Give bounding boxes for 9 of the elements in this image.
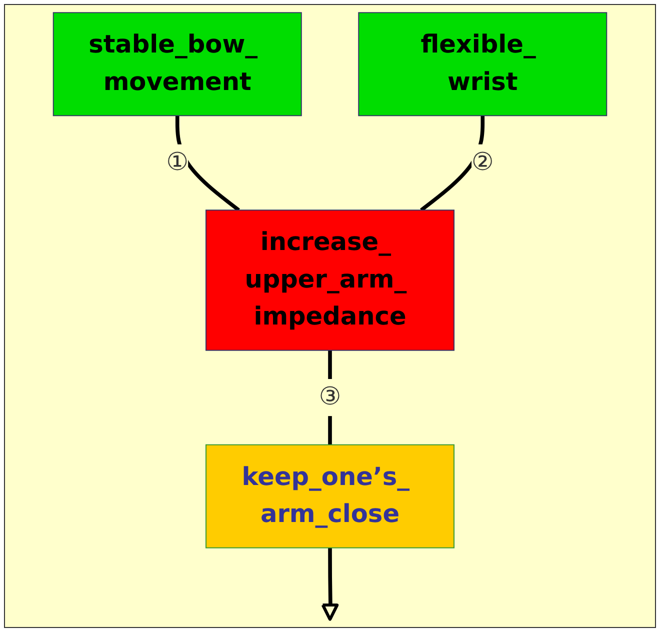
edge-label: ② (472, 148, 494, 177)
node-box (358, 12, 608, 116)
diagram-panel: ① ② ③ stable_bow_ movement flexible_ wrist increase_ upper_arm_ impedance keep_one’s_ arm_close (4, 4, 656, 628)
node-box (206, 210, 454, 351)
connector (328, 548, 332, 606)
edge-label: ③ (318, 382, 342, 412)
node-box (206, 444, 454, 548)
node-box (52, 12, 302, 116)
edge-label: ① (166, 148, 188, 177)
